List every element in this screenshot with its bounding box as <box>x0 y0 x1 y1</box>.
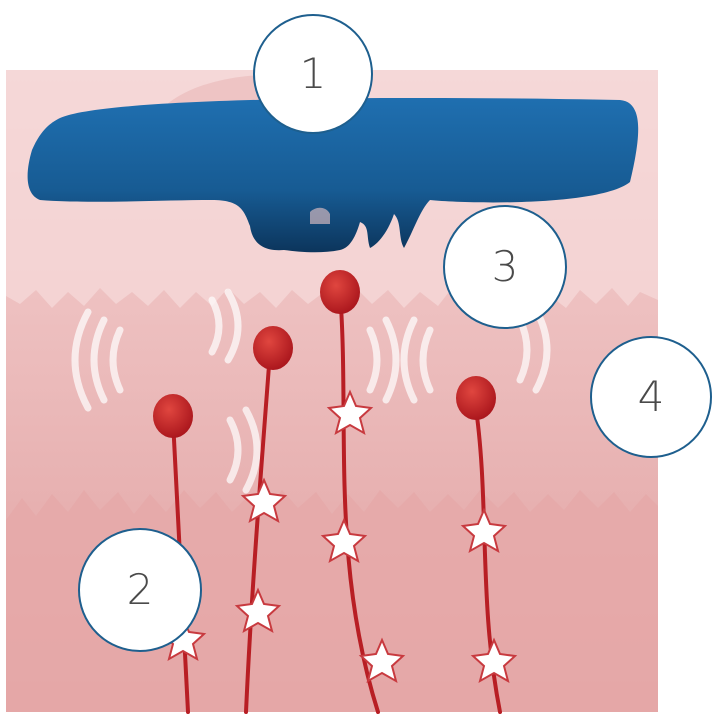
callout-3-label: 3 <box>492 246 519 288</box>
callout-2: 2 <box>78 528 202 652</box>
nerve-bulb-3 <box>320 270 360 314</box>
nerve-bulb-2 <box>253 326 293 370</box>
callout-1-label: 1 <box>300 53 327 95</box>
nerve-bulb-1 <box>153 394 193 438</box>
callout-4: 4 <box>590 336 712 458</box>
callout-3: 3 <box>443 205 567 329</box>
callout-1: 1 <box>253 14 373 134</box>
callout-2-label: 2 <box>127 569 154 611</box>
callout-4-label: 4 <box>638 376 665 418</box>
nerve-bulb-4 <box>456 376 496 420</box>
